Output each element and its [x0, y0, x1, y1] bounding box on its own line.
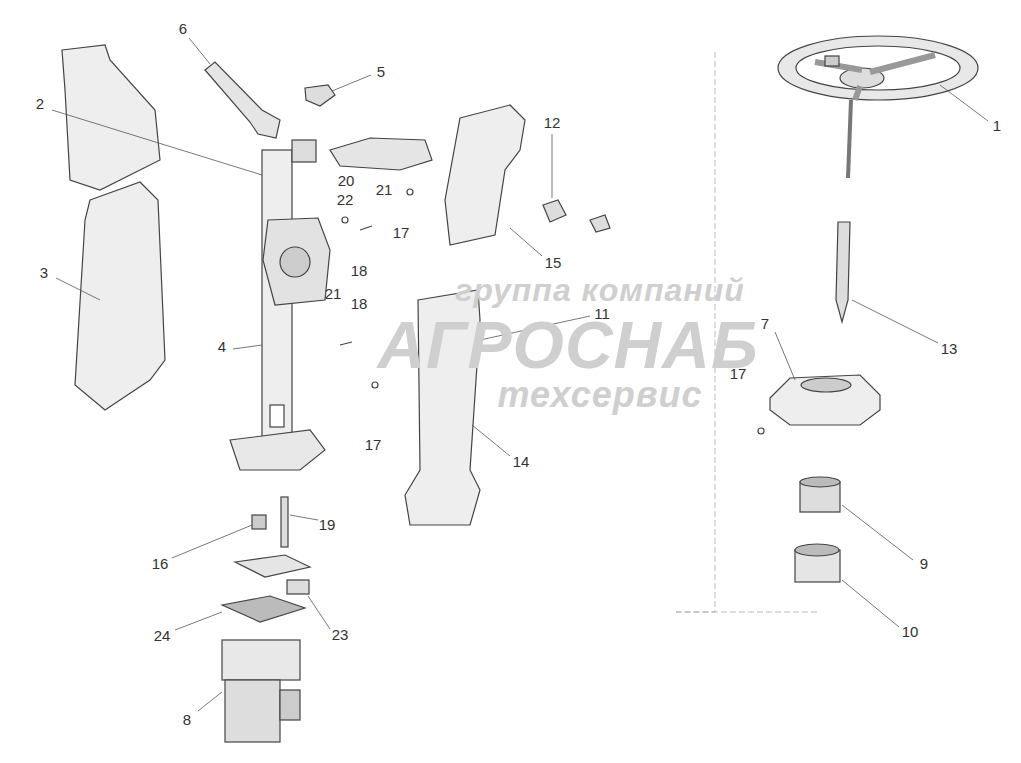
- callout-number: 12: [544, 115, 561, 130]
- watermark: техсервис: [498, 377, 703, 413]
- callout-number: 23: [332, 627, 349, 642]
- callout-number: 2: [36, 96, 44, 111]
- callout-number: 18: [351, 296, 368, 311]
- callout-number: 4: [218, 339, 226, 354]
- callout-number: 10: [902, 624, 919, 639]
- callout-number: 6: [179, 21, 187, 36]
- watermark: АГРОСНАБ: [377, 312, 758, 378]
- callout-number: 21: [376, 182, 393, 197]
- callout-number: 18: [351, 263, 368, 278]
- callout-number: 20: [338, 173, 355, 188]
- callout-number: 15: [545, 255, 562, 270]
- callout-number: 17: [365, 437, 382, 452]
- callout-number: 17: [393, 225, 410, 240]
- callout-number: 14: [513, 454, 530, 469]
- callout-number: 16: [152, 556, 169, 571]
- callout-number: 19: [319, 517, 336, 532]
- callout-number: 24: [154, 628, 171, 643]
- callout-number: 3: [40, 265, 48, 280]
- callout-number: 1: [993, 118, 1001, 133]
- callout-number: 8: [183, 712, 191, 727]
- callout-number: 22: [337, 192, 354, 207]
- callout-number: 21: [325, 286, 342, 301]
- callout-number: 13: [941, 341, 958, 356]
- callout-number: 7: [761, 316, 769, 331]
- callout-number: 9: [920, 556, 928, 571]
- watermark: группа компаний: [455, 274, 745, 306]
- callout-number: 5: [377, 64, 385, 79]
